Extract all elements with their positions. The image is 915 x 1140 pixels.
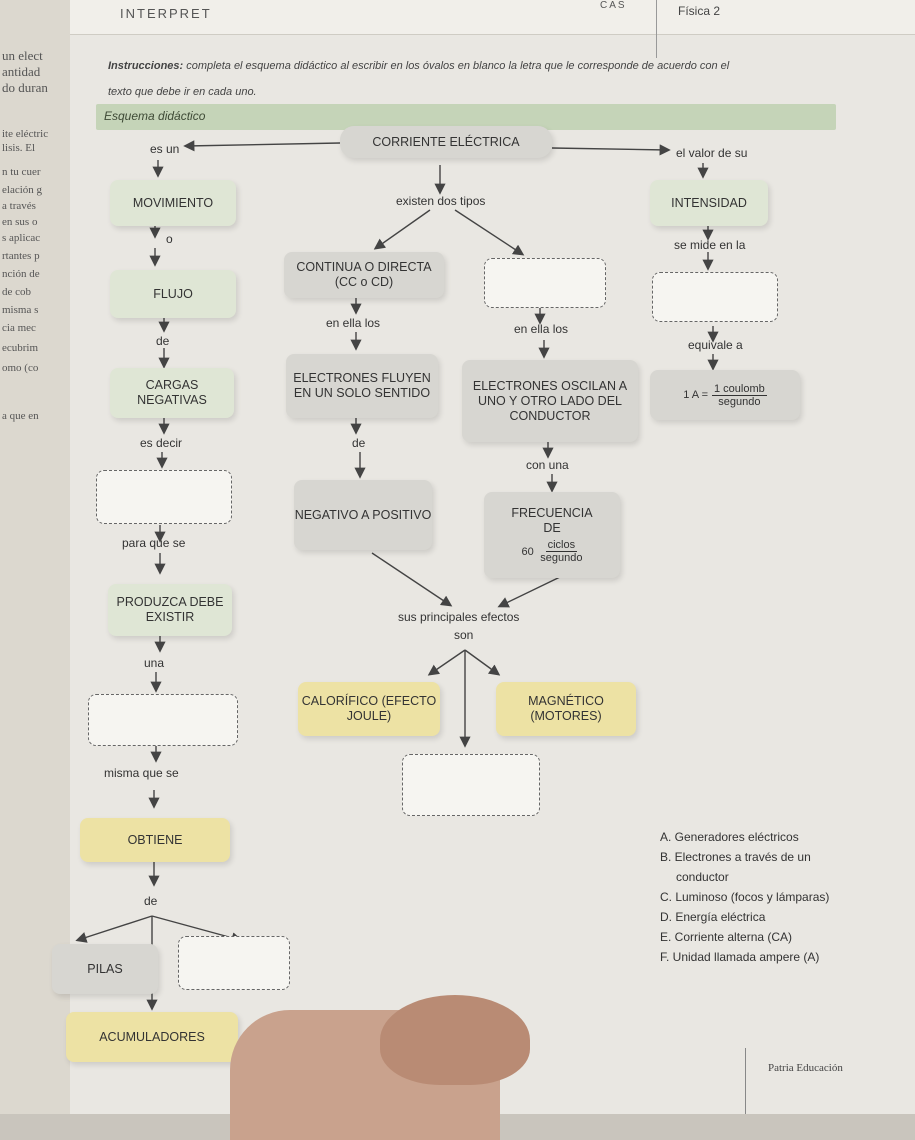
connector-existen: existen dos tipos — [396, 194, 486, 208]
formula-denominator: segundo — [718, 395, 761, 408]
formula-lhs: 1 A = — [683, 388, 708, 401]
left-fragment: a que en — [2, 410, 39, 422]
option-b-cont: conductor — [676, 870, 729, 884]
node-flujo: FLUJO — [110, 270, 236, 318]
scheme-banner — [96, 104, 836, 130]
scheme-title: Esquema didáctico — [104, 109, 206, 123]
subject-label: Física 2 — [678, 4, 721, 18]
left-fragment: s aplicac — [2, 232, 41, 244]
node-calorifico: CALORÍFICO (EFECTO JOULE) — [298, 682, 440, 736]
node-produzca: PRODUZCA DEBE EXISTIR — [108, 584, 232, 636]
connector-equivale: equivale a — [688, 338, 743, 352]
node-corriente: CORRIENTE ELÉCTRICA — [340, 126, 552, 158]
frecuencia-denominator: segundo — [540, 552, 583, 564]
connector-o: o — [166, 232, 173, 246]
instructions-text-2: texto que debe ir en cada uno. — [108, 86, 257, 98]
connector-para-que: para que se — [122, 536, 186, 550]
node-electrones-fluyen: ELECTRONES FLUYEN EN UN SOLO SENTIDO — [286, 354, 438, 418]
left-fragment: nción de — [2, 268, 40, 280]
footer-divider — [745, 1048, 746, 1114]
connector-misma: misma que se — [104, 766, 179, 780]
instructions-lead: Instrucciones: — [108, 60, 184, 72]
left-fragment: ite eléctric — [2, 128, 49, 140]
left-fragment: antidad — [2, 64, 41, 79]
blank-oval-es-decir[interactable] — [96, 470, 232, 524]
frecuencia-number: 60 — [521, 545, 534, 558]
left-fragment: elación g — [2, 184, 43, 196]
footer-publisher: Patria Educación — [768, 1062, 843, 1074]
frecuencia-value: 60 ciclos segundo — [522, 539, 583, 564]
node-formula: 1 A = 1 coulomb segundo — [650, 370, 800, 420]
blank-oval-tipo[interactable] — [484, 258, 606, 308]
formula-numerator: 1 coulomb — [712, 382, 767, 396]
node-electrones-oscilan: ELECTRONES OSCILAN A UNO Y OTRO LADO DEL… — [462, 360, 638, 442]
connector-en-ella-1: en ella los — [326, 316, 381, 330]
left-fragment: n tu cuer — [2, 166, 41, 178]
connector-sus-efectos: sus principales efectos — [398, 610, 520, 624]
frecuencia-numerator: ciclos — [545, 539, 578, 552]
instructions: Instrucciones: completa el esquema didác… — [108, 60, 828, 72]
option-b: B. Electrones a través de un — [660, 850, 811, 864]
node-continua: CONTINUA O DIRECTA (CC o CD) — [284, 252, 444, 298]
blank-oval-una[interactable] — [88, 694, 238, 746]
node-negativo: NEGATIVO A POSITIVO — [294, 480, 432, 550]
connector-de-3: de — [144, 894, 158, 908]
connector-son: son — [454, 628, 474, 642]
option-c: C. Luminoso (focos y lámparas) — [660, 890, 830, 904]
node-magnetico: MAGNÉTICO (MOTORES) — [496, 682, 636, 736]
connector-en-ella-2: en ella los — [514, 322, 569, 336]
connector-de-1: de — [156, 334, 170, 348]
left-fragment: misma s — [2, 304, 39, 316]
left-fragment: do duran — [2, 80, 48, 95]
page-header — [70, 0, 915, 35]
instructions-text: completa el esquema didáctico al escribi… — [186, 60, 730, 72]
node-cargas: CARGAS NEGATIVAS — [110, 368, 234, 418]
header-divider — [656, 0, 657, 58]
left-fragment: rtantes p — [2, 250, 40, 262]
left-fragment: de cob — [2, 286, 32, 298]
blank-oval-efecto[interactable] — [402, 754, 540, 816]
left-fragment: lisis. El — [2, 142, 36, 154]
option-d: D. Energía eléctrica — [660, 910, 766, 924]
node-obtiene: OBTIENE — [80, 818, 230, 862]
connector-una: una — [144, 656, 165, 670]
node-intensidad: INTENSIDAD — [650, 180, 768, 226]
left-fragment: un elect — [2, 48, 43, 63]
left-fragment: en sus o — [2, 216, 38, 228]
connector-con-una: con una — [526, 458, 569, 472]
header-title: INTERPRET — [120, 6, 212, 21]
left-fragment: a través — [2, 200, 36, 212]
node-pilas: PILAS — [52, 944, 158, 994]
left-fragment: ecubrim — [2, 342, 39, 354]
node-acumuladores: ACUMULADORES — [66, 1012, 238, 1062]
frecuencia-fraction: ciclos segundo — [540, 539, 582, 564]
connector-es-un: es un — [150, 142, 180, 156]
option-a: A. Generadores eléctricos — [660, 830, 799, 844]
option-e: E. Corriente alterna (CA) — [660, 930, 793, 944]
option-f: F. Unidad llamada ampere (A) — [660, 950, 820, 964]
node-frecuencia: FRECUENCIA DE 60 ciclos segundo — [484, 492, 620, 578]
header-tab: CAS — [600, 0, 627, 11]
blank-oval-unidad[interactable] — [652, 272, 778, 322]
connector-el-valor: el valor de su — [676, 146, 748, 160]
fingertip-photo-overlay — [380, 995, 530, 1085]
connector-es-decir: es decir — [140, 436, 183, 450]
blank-oval-de[interactable] — [178, 936, 290, 990]
left-fragment: omo (co — [2, 362, 39, 374]
connector-se-mide: se mide en la — [674, 238, 746, 252]
node-movimiento: MOVIMIENTO — [110, 180, 236, 226]
left-page: un elect antidad do duran ite eléctric l… — [0, 0, 72, 1114]
formula-fraction: 1 coulomb segundo — [712, 383, 767, 408]
frecuencia-label: FRECUENCIA DE — [511, 506, 593, 535]
connector-de-2: de — [352, 436, 366, 450]
left-fragment: cia mec — [2, 322, 36, 334]
